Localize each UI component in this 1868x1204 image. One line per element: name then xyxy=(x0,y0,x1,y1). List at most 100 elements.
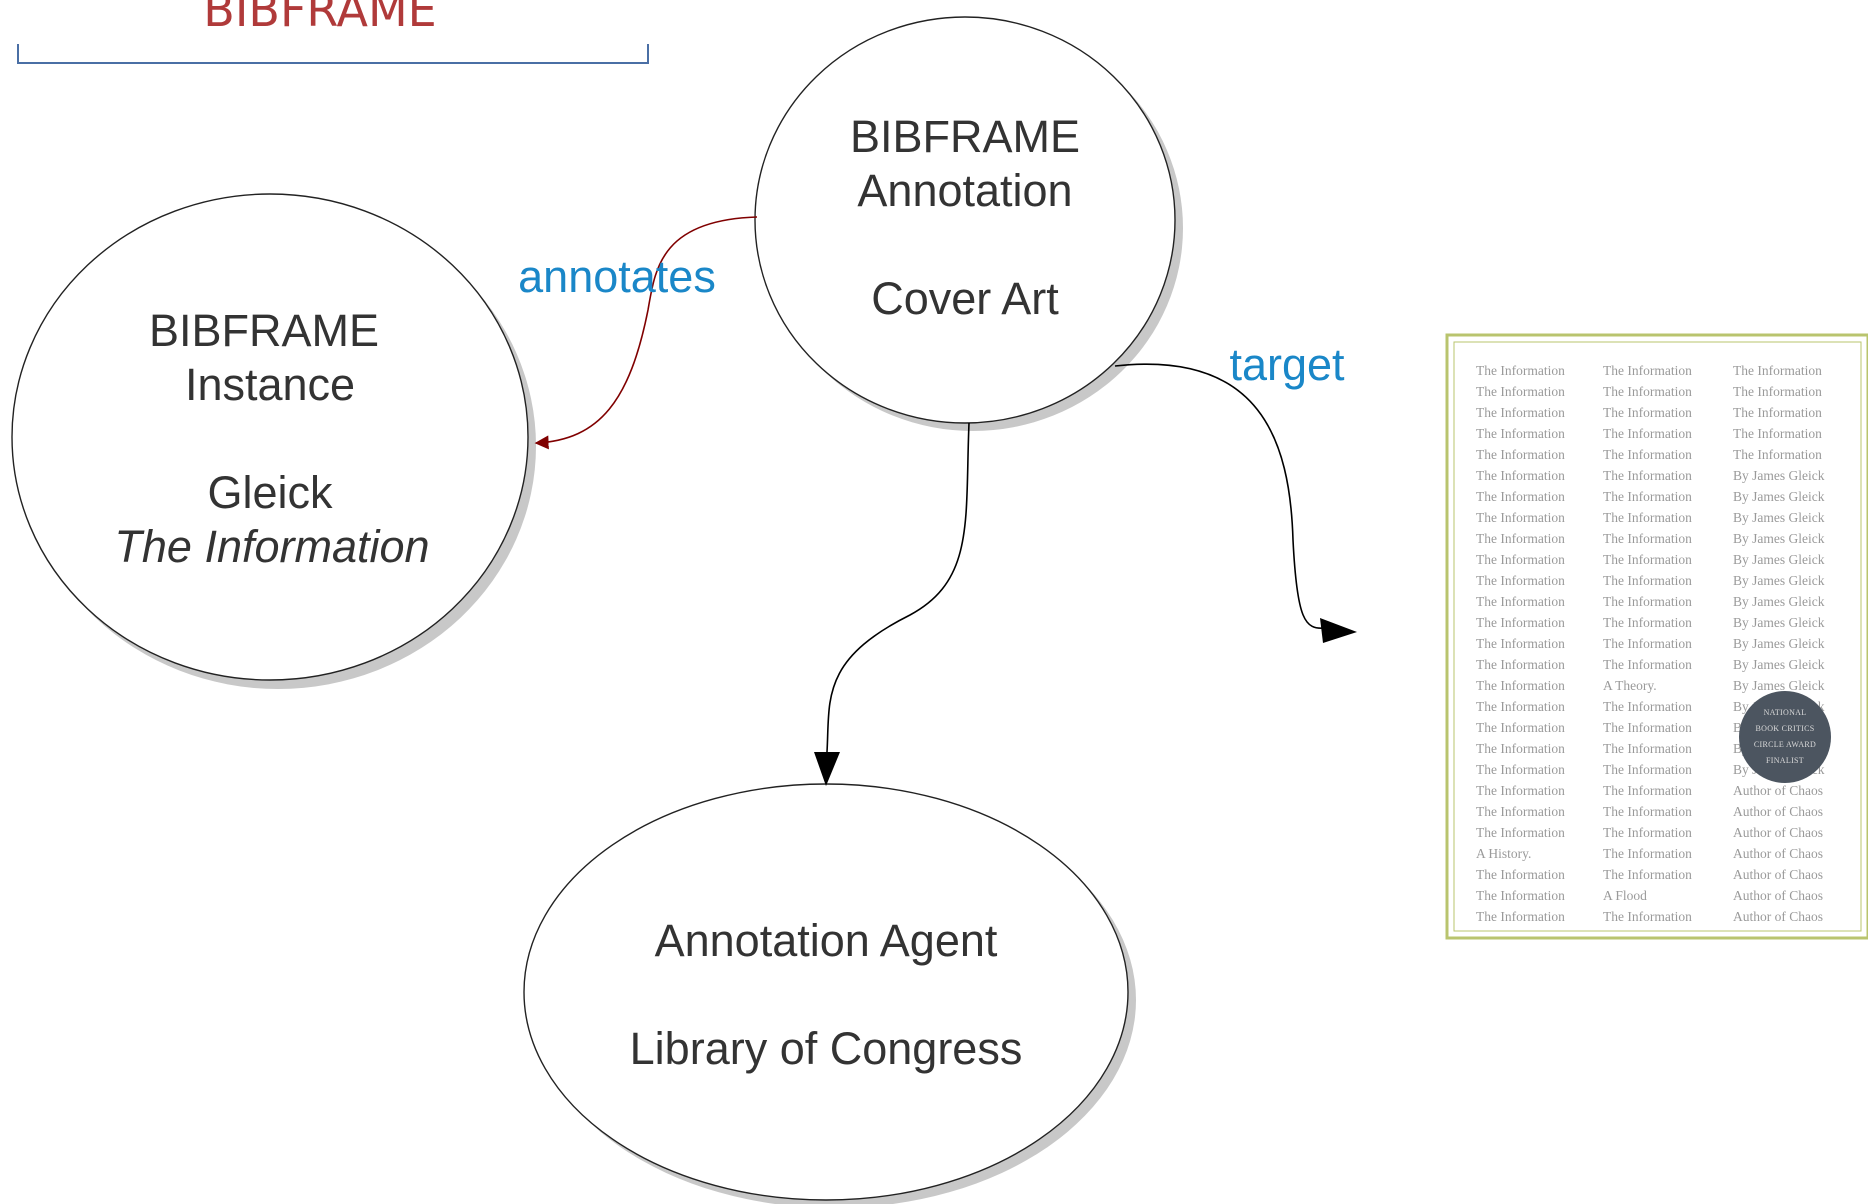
cover-text-line: The Information xyxy=(1603,552,1692,567)
cover-text-line: The Information xyxy=(1476,510,1565,525)
cover-text-line: The Information xyxy=(1603,363,1692,378)
cover-text-line: The Information xyxy=(1476,426,1565,441)
cover-text-line: The Information xyxy=(1476,384,1565,399)
edge-annotates[interactable]: annotates xyxy=(518,216,758,450)
seal-line1: NATIONAL xyxy=(1764,708,1807,717)
edge-agent-line xyxy=(826,422,970,753)
cover-text-line: The Information xyxy=(1603,741,1692,756)
node-instance-line1: BIBFRAME xyxy=(149,305,379,356)
node-agent-circle xyxy=(523,783,1129,1201)
cover-text-line: Author of Chaos xyxy=(1733,867,1823,882)
node-annotation-line1: BIBFRAME xyxy=(850,111,1080,162)
node-instance-line2: Instance xyxy=(185,359,355,410)
cover-text-line: The Information xyxy=(1603,762,1692,777)
cover-text-line: Author of Chaos xyxy=(1733,888,1823,903)
arrowhead-black-icon xyxy=(814,752,840,786)
cover-text-line: The Information xyxy=(1603,531,1692,546)
cover-text-line: The Information xyxy=(1603,489,1692,504)
cover-image-inner-border xyxy=(1453,341,1862,932)
node-annotation-circle xyxy=(754,16,1176,424)
cover-text-line: The Information xyxy=(1733,363,1822,378)
cover-text-line: The Information xyxy=(1476,720,1565,735)
cover-text-line: The Information xyxy=(1733,405,1822,420)
cover-text-line: The Information xyxy=(1476,594,1565,609)
cover-text-line: By James Gleick xyxy=(1733,594,1825,609)
cover-text-line: By James Gleick xyxy=(1733,510,1825,525)
cover-text-line: Author of Chaos xyxy=(1733,909,1823,924)
cover-text-line: The Information xyxy=(1603,426,1692,441)
cover-text-line: The Information xyxy=(1603,846,1692,861)
cover-text-line: The Information xyxy=(1603,657,1692,672)
cover-text-line: The Information xyxy=(1476,867,1565,882)
cover-text-line: A Theory. xyxy=(1603,678,1657,693)
seal-line4: FINALIST xyxy=(1766,756,1804,765)
cover-text-line: The Information xyxy=(1476,888,1565,903)
cover-text-line: The Information xyxy=(1733,426,1822,441)
cover-text-line: The Information xyxy=(1603,636,1692,651)
cover-text-line: The Information xyxy=(1476,804,1565,819)
node-annotation-line3: Cover Art xyxy=(871,273,1059,324)
node-bibframe-annotation[interactable]: BIBFRAME Annotation Cover Art xyxy=(754,16,1183,431)
cover-text-line: Author of Chaos xyxy=(1733,783,1823,798)
cover-text-line: The Information xyxy=(1603,804,1692,819)
cover-text-line: By James Gleick xyxy=(1733,573,1825,588)
cover-text-line: The Information xyxy=(1603,699,1692,714)
node-annotation-agent[interactable]: Annotation Agent Library of Congress xyxy=(523,783,1136,1204)
seal-line3: CIRCLE AWARD xyxy=(1754,740,1816,749)
cover-text-line: By James Gleick xyxy=(1733,615,1825,630)
cover-text-line: The Information xyxy=(1603,405,1692,420)
node-bibframe-instance[interactable]: BIBFRAME Instance Gleick The Information xyxy=(11,193,536,689)
cover-text-line: By James Gleick xyxy=(1733,636,1825,651)
cover-text-line: The Information xyxy=(1603,720,1692,735)
cover-text-line: The Information xyxy=(1476,678,1565,693)
edge-annotates-line xyxy=(534,216,758,450)
cover-text-line: The Information xyxy=(1476,699,1565,714)
cover-text-line: The Information xyxy=(1603,615,1692,630)
cover-text-line: The Information xyxy=(1476,825,1565,840)
diagram-title: BIBFRAME xyxy=(17,0,649,64)
edge-annotates-label: annotates xyxy=(518,251,716,302)
seal-line2: BOOK CRITICS xyxy=(1756,724,1815,733)
cover-text-line: A History. xyxy=(1476,846,1531,861)
cover-text-line: The Information xyxy=(1603,384,1692,399)
cover-text-line: The Information xyxy=(1733,384,1822,399)
edge-agent[interactable] xyxy=(814,422,970,786)
cover-text-line: The Information xyxy=(1603,468,1692,483)
cover-text-line: By James Gleick xyxy=(1733,657,1825,672)
cover-text-line: A Flood xyxy=(1603,888,1647,903)
cover-text-line: By James Gleick xyxy=(1733,489,1825,504)
arrowhead-black-icon xyxy=(1320,618,1357,643)
cover-text-line: The Information xyxy=(1603,594,1692,609)
cover-text-line: The Information xyxy=(1476,741,1565,756)
cover-text-line: The Information xyxy=(1733,447,1822,462)
cover-text-line: The Information xyxy=(1603,867,1692,882)
node-instance-circle xyxy=(11,193,529,681)
cover-text-line: The Information xyxy=(1476,762,1565,777)
cover-text-line: Author of Chaos xyxy=(1733,804,1823,819)
cover-text-line: By James Gleick xyxy=(1733,552,1825,567)
cover-text-line: The Information xyxy=(1476,363,1565,378)
cover-text-line: The Information xyxy=(1476,489,1565,504)
edge-target-line xyxy=(1114,363,1326,630)
node-instance-line4: The Information xyxy=(114,521,429,572)
cover-text-line: The Information xyxy=(1476,531,1565,546)
node-annotation-line2: Annotation xyxy=(857,165,1072,216)
title-bracket xyxy=(17,44,649,64)
node-instance-line3: Gleick xyxy=(207,467,333,518)
cover-text-line: By James Gleick xyxy=(1733,531,1825,546)
cover-text-line: The Information xyxy=(1476,468,1565,483)
cover-text-line: The Information xyxy=(1603,825,1692,840)
cover-text-line: The Information xyxy=(1476,615,1565,630)
node-agent-line2: Library of Congress xyxy=(630,1023,1023,1074)
cover-text-line: Author of Chaos xyxy=(1733,825,1823,840)
cover-text-line: Author of Chaos xyxy=(1733,846,1823,861)
cover-text-line: The Information xyxy=(1603,909,1692,924)
node-agent-line1: Annotation Agent xyxy=(655,915,998,966)
edge-target[interactable]: target xyxy=(1114,339,1357,643)
cover-text-line: The Information xyxy=(1476,657,1565,672)
cover-text-line: The Information xyxy=(1603,447,1692,462)
cover-text-line: The Information xyxy=(1476,405,1565,420)
cover-text-line: The Information xyxy=(1476,909,1565,924)
